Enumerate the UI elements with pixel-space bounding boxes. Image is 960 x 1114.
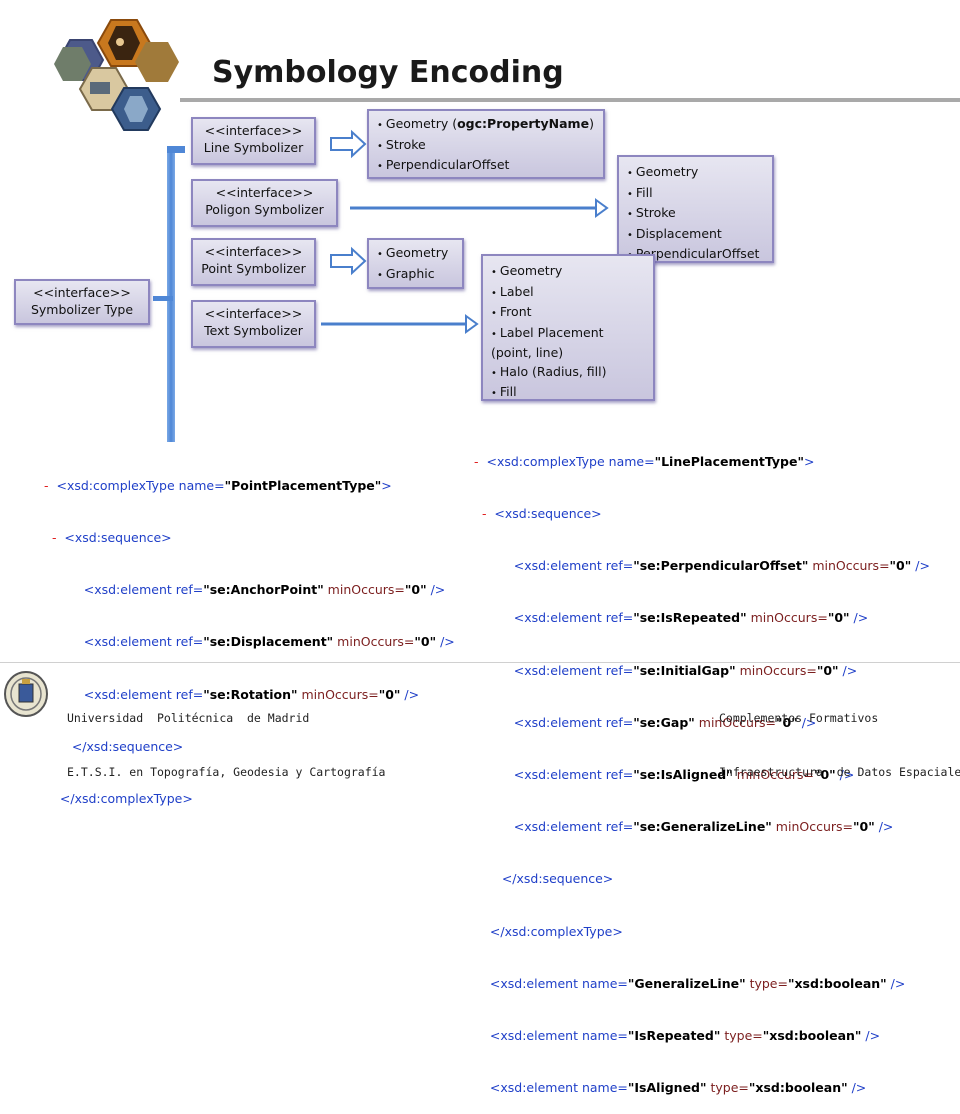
symbolizer-type-stereotype: <<interface>> (33, 285, 131, 300)
polygon-symbolizer-name: Poligon Symbolizer (205, 202, 324, 217)
footer-school: E.T.S.I. en Topografía, Geodesia y Carto… (67, 765, 386, 779)
polygon-properties-box: Geometry Fill Stroke Displacement Perpen… (617, 155, 774, 263)
xml-line: <xsd:element name="GeneralizeLine" type=… (489, 975, 906, 991)
point-symbolizer-box: <<interface>> Point Symbolizer (191, 238, 316, 286)
line-symbolizer-name: Line Symbolizer (203, 140, 304, 155)
list-item: Geometry (491, 262, 647, 283)
polygon-symbolizer-arrow-icon (595, 198, 609, 218)
list-item: Fill (491, 383, 647, 404)
symbolizer-type-name: Symbolizer Type (30, 302, 134, 317)
xml-line: <xsd:element ref="se:Rotation" minOccurs… (83, 686, 420, 702)
point-properties-box: Geometry Graphic (367, 238, 464, 289)
line-symbolizer-arrow-icon (330, 129, 367, 159)
xml-line: <xsd:element ref="se:GeneralizeLine" min… (513, 819, 894, 835)
text-symbolizer-name: Text Symbolizer (204, 323, 303, 338)
line-symbolizer-stereotype: <<interface>> (204, 123, 303, 138)
xml-line: <xsd:element ref="se:AnchorPoint" minOcc… (83, 582, 446, 598)
xml-line: </xsd:sequence> (501, 871, 614, 887)
xml-line: - <xsd:sequence> (51, 530, 172, 546)
list-item: PerpendicularOffset (627, 245, 766, 266)
xml-line: </xsd:complexType> (489, 923, 623, 939)
polygon-symbolizer-stereotype: <<interface>> (215, 185, 314, 200)
xml-line: - <xsd:complexType name="PointPlacementT… (44, 477, 392, 493)
list-item: Geometry (ogc:PropertyName) (377, 115, 597, 136)
list-item: Geometry (627, 163, 766, 184)
footer-university: Universidad Politécnica de Madrid (67, 711, 310, 725)
list-item: Label (491, 283, 647, 304)
footer-right: Complementos Formativos Infraestructura … (719, 673, 960, 799)
title-divider (180, 98, 960, 102)
list-item: Graphic (377, 265, 456, 286)
xml-line: <xsd:element ref="se:PerpendicularOffset… (513, 558, 930, 574)
diagram-connectors (153, 129, 609, 442)
xml-line: <xsd:element ref="se:InitialGap" minOccu… (513, 662, 858, 678)
list-item: Fill (627, 184, 766, 205)
footer-subject: Infraestructura de Datos Espaciales (719, 765, 960, 779)
polygon-symbolizer-box: <<interface>> Poligon Symbolizer (191, 179, 338, 227)
list-item: Geometry (377, 244, 456, 265)
header-logo (54, 19, 179, 131)
xml-line: <xsd:element ref="se:Displacement" minOc… (83, 634, 455, 650)
point-symbolizer-arrow-icon (330, 246, 367, 276)
list-item: Displacement (627, 225, 766, 246)
xml-line: - <xsd:complexType name="LinePlacementTy… (474, 453, 815, 469)
line-symbolizer-box: <<interface>> Line Symbolizer (191, 117, 316, 165)
page-title: Symbology Encoding (212, 55, 564, 90)
line-properties-box: Geometry (ogc:PropertyName) Stroke Perpe… (367, 109, 605, 179)
xml-line: <xsd:element name="IsRepeated" type="xsd… (489, 1028, 881, 1044)
text-symbolizer-stereotype: <<interface>> (204, 306, 303, 321)
footer-left: Universidad Politécnica de Madrid E.T.S.… (67, 673, 386, 799)
list-item: Halo (Radius, fill) (491, 363, 647, 384)
list-item: Stroke (377, 136, 597, 157)
list-item: Front (491, 303, 647, 324)
list-item: Label Placement (point, line) (491, 324, 631, 363)
list-item: PerpendicularOffset (377, 156, 597, 177)
xml-line: <xsd:element ref="se:IsRepeated" minOccu… (513, 610, 869, 626)
symbolizer-type-box: <<interface>> Symbolizer Type (14, 279, 150, 325)
text-symbolizer-box: <<interface>> Text Symbolizer (191, 300, 316, 348)
footer-course: Complementos Formativos (719, 711, 879, 725)
text-symbolizer-arrow-icon (465, 314, 479, 334)
point-symbolizer-name: Point Symbolizer (201, 261, 306, 276)
point-symbolizer-stereotype: <<interface>> (204, 244, 303, 259)
list-item: Stroke (627, 204, 766, 225)
xml-line: - <xsd:sequence> (481, 506, 602, 522)
footer-divider (0, 662, 960, 663)
xml-line: <xsd:element name="IsAligned" type="xsd:… (489, 1080, 867, 1096)
text-properties-box: Geometry Label Front Label Placement (po… (481, 254, 655, 401)
university-seal-icon (4, 671, 48, 717)
